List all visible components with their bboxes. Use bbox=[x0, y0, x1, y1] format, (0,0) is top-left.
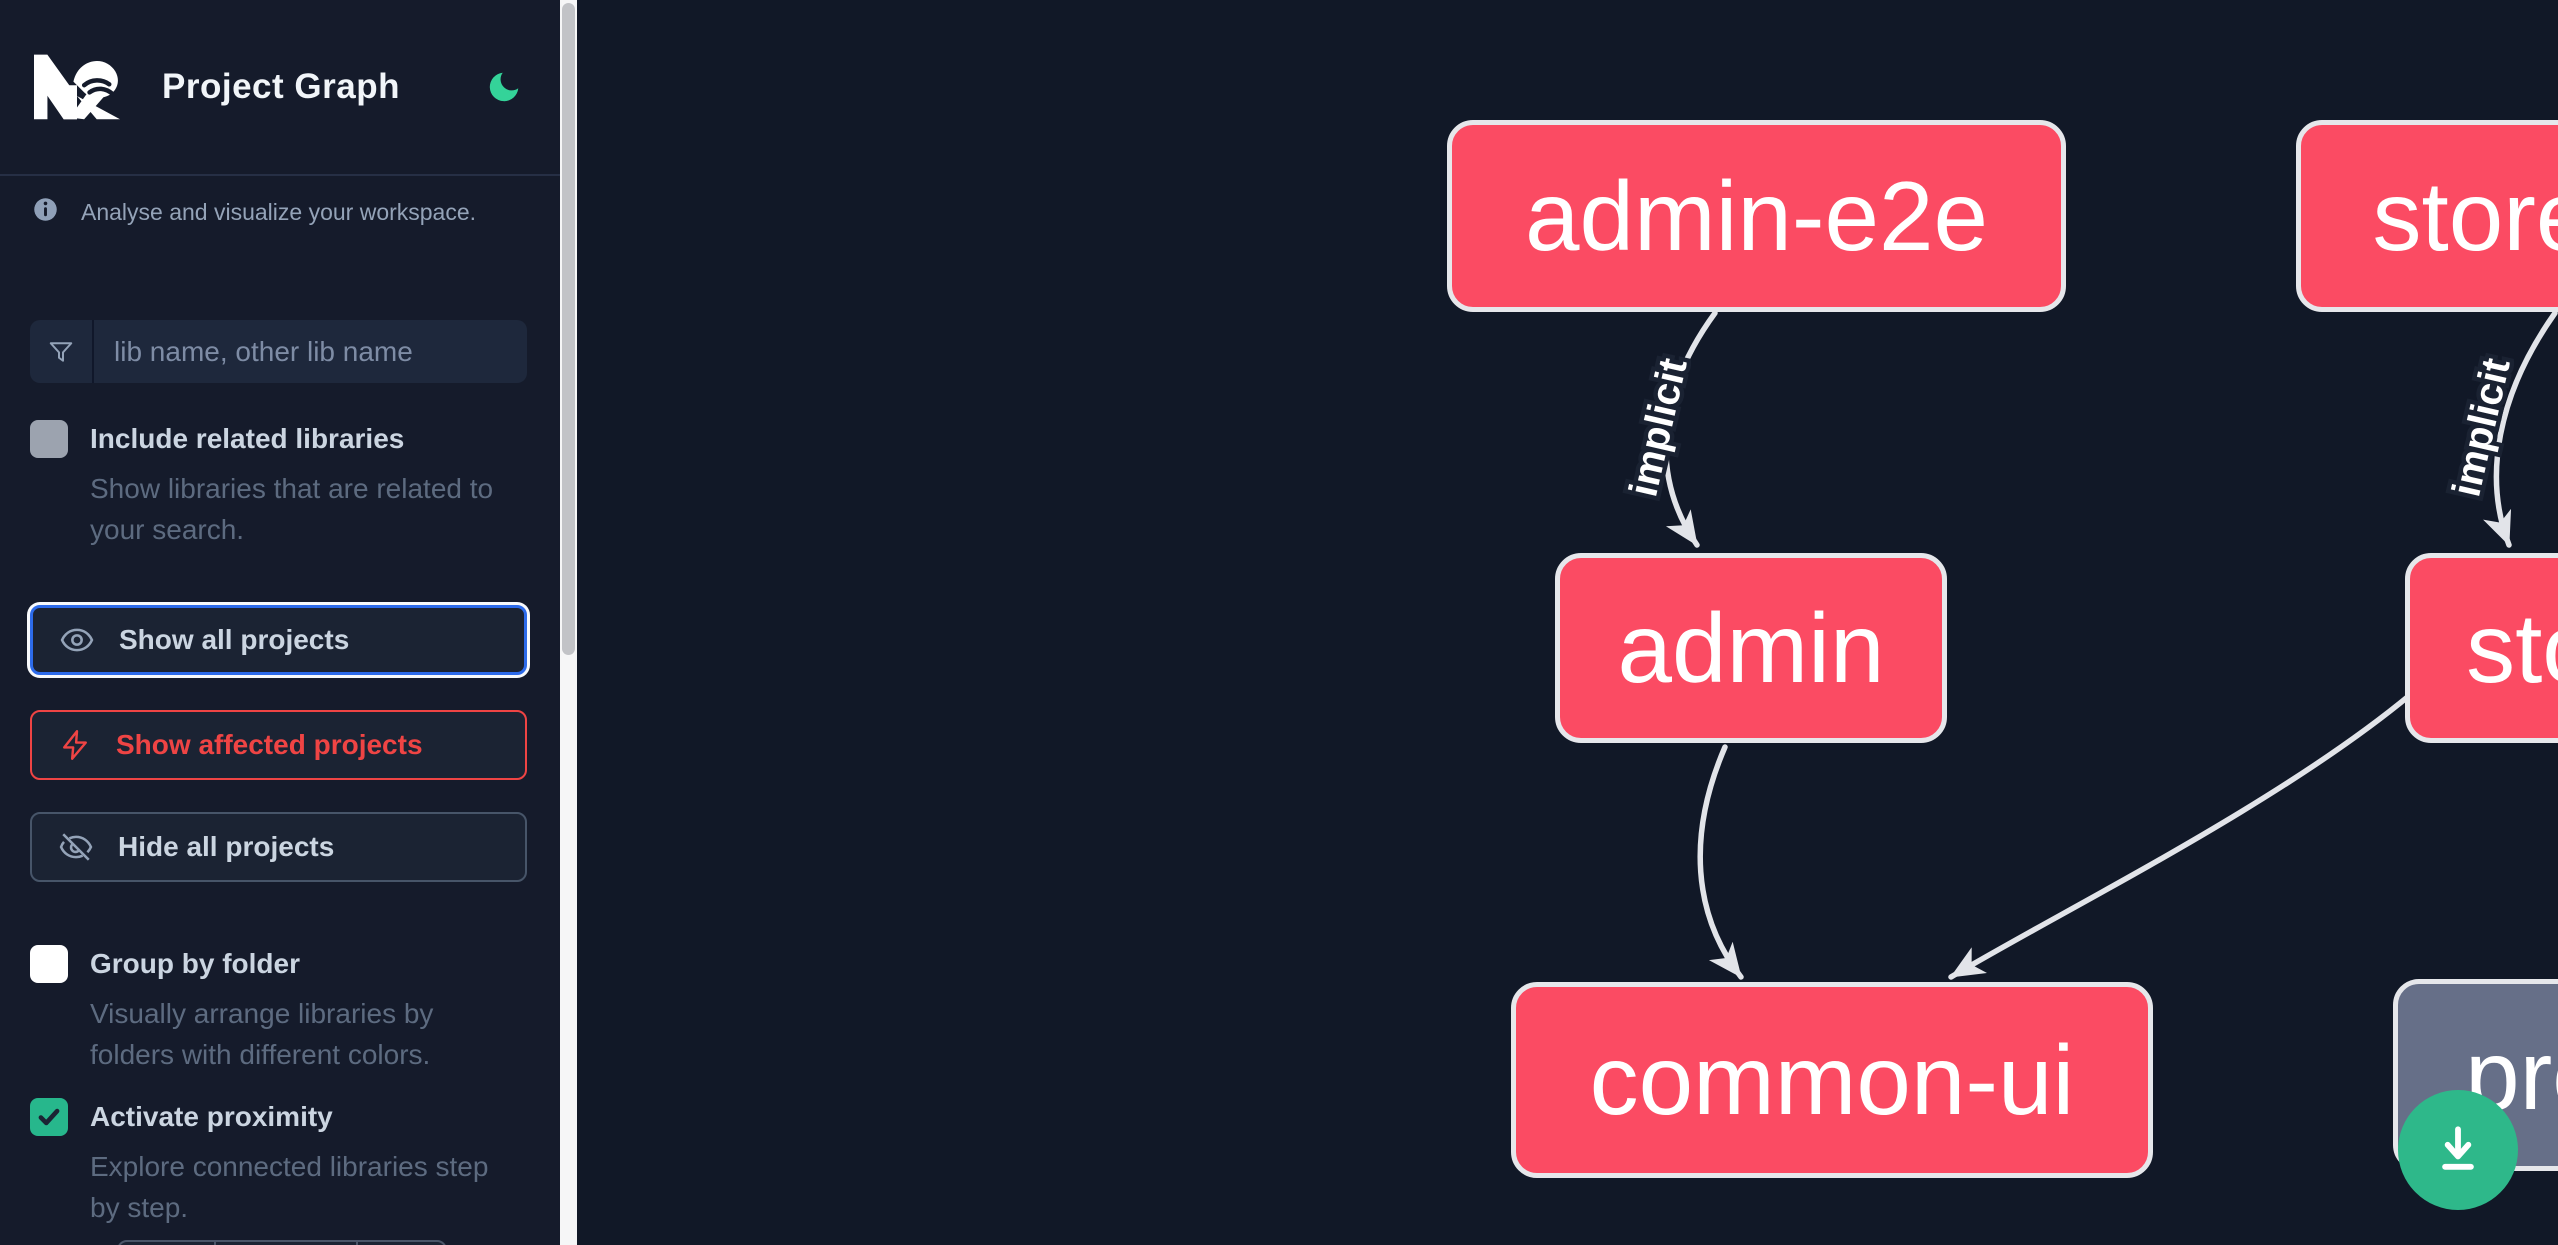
moon-icon bbox=[489, 72, 519, 102]
info-icon bbox=[34, 198, 57, 221]
scrollbar-thumb[interactable] bbox=[562, 3, 575, 655]
proximity-depth-stepper[interactable] bbox=[117, 1240, 447, 1245]
group-by-folder-setting: Group by folder Visually arrange librari… bbox=[30, 945, 530, 1075]
funnel-icon bbox=[49, 341, 73, 362]
sidebar-header: Project Graph bbox=[0, 0, 560, 176]
node-common-ui[interactable]: common-ui bbox=[1511, 982, 2153, 1178]
graph-edges: implicit implicit bbox=[1617, 310, 2558, 980]
node-store[interactable]: store bbox=[2405, 553, 2558, 743]
stepper-divider bbox=[214, 1242, 216, 1245]
activate-proximity-setting: Activate proximity Explore connected lib… bbox=[30, 1098, 530, 1228]
workspace-info: Analyse and visualize your workspace. bbox=[32, 196, 532, 227]
edge-label-implicit-1: implicit bbox=[1621, 354, 1695, 500]
hide-all-projects-button[interactable]: Hide all projects bbox=[30, 812, 527, 882]
activate-proximity-checkbox[interactable] bbox=[30, 1098, 68, 1136]
activate-proximity-description: Explore connected libraries step by step… bbox=[90, 1151, 489, 1223]
include-related-label: Include related libraries bbox=[90, 423, 405, 454]
show-affected-projects-button[interactable]: Show affected projects bbox=[30, 710, 527, 780]
group-by-folder-label: Group by folder bbox=[90, 948, 300, 979]
search-box bbox=[30, 320, 527, 383]
download-graph-button[interactable] bbox=[2398, 1090, 2518, 1210]
show-all-projects-button[interactable]: Show all projects bbox=[30, 605, 527, 675]
edge-label-implicit-2: implicit bbox=[2444, 354, 2518, 500]
filter-projects-input[interactable] bbox=[94, 320, 527, 383]
node-admin-e2e[interactable]: admin-e2e bbox=[1447, 120, 2066, 312]
stepper-divider bbox=[356, 1242, 358, 1245]
sidebar-scrollbar[interactable] bbox=[560, 0, 577, 1245]
eye-icon bbox=[60, 628, 94, 652]
include-related-checkbox[interactable] bbox=[30, 420, 68, 458]
workspace-info-text: Analyse and visualize your workspace. bbox=[81, 199, 477, 225]
group-by-folder-description: Visually arrange libraries by folders wi… bbox=[90, 998, 434, 1070]
bolt-icon bbox=[63, 730, 87, 760]
edge-store-e2e-store bbox=[2483, 310, 2558, 548]
theme-toggle-button[interactable] bbox=[482, 65, 526, 109]
check-icon bbox=[38, 1108, 60, 1126]
node-store-e2e[interactable]: store-e2e bbox=[2296, 120, 2558, 312]
edge-store-common-ui bbox=[1948, 692, 2413, 980]
node-products[interactable]: products bbox=[2393, 979, 2558, 1171]
edge-admin-e2e-admin bbox=[1663, 310, 1718, 548]
group-by-folder-checkbox[interactable] bbox=[30, 945, 68, 983]
hide-all-projects-label: Hide all projects bbox=[118, 831, 335, 862]
search-icon-cell bbox=[30, 320, 94, 383]
sidebar: Project Graph Analyse and visualize your… bbox=[0, 0, 560, 1245]
page-title: Project Graph bbox=[162, 67, 400, 106]
node-admin[interactable]: admin bbox=[1555, 553, 1947, 743]
show-all-projects-label: Show all projects bbox=[119, 624, 350, 655]
include-related-setting: Include related libraries Show libraries… bbox=[30, 420, 530, 550]
eye-off-icon bbox=[59, 833, 93, 861]
download-icon bbox=[2442, 1126, 2474, 1170]
show-affected-projects-label: Show affected projects bbox=[116, 729, 423, 760]
activate-proximity-label: Activate proximity bbox=[90, 1101, 333, 1132]
include-related-description: Show libraries that are related to your … bbox=[90, 473, 494, 545]
edge-admin-common-ui bbox=[1697, 744, 1744, 980]
nx-logo bbox=[34, 54, 120, 120]
graph-canvas[interactable]: implicit implicit admin-e2e store-e2e ad… bbox=[577, 0, 2558, 1245]
